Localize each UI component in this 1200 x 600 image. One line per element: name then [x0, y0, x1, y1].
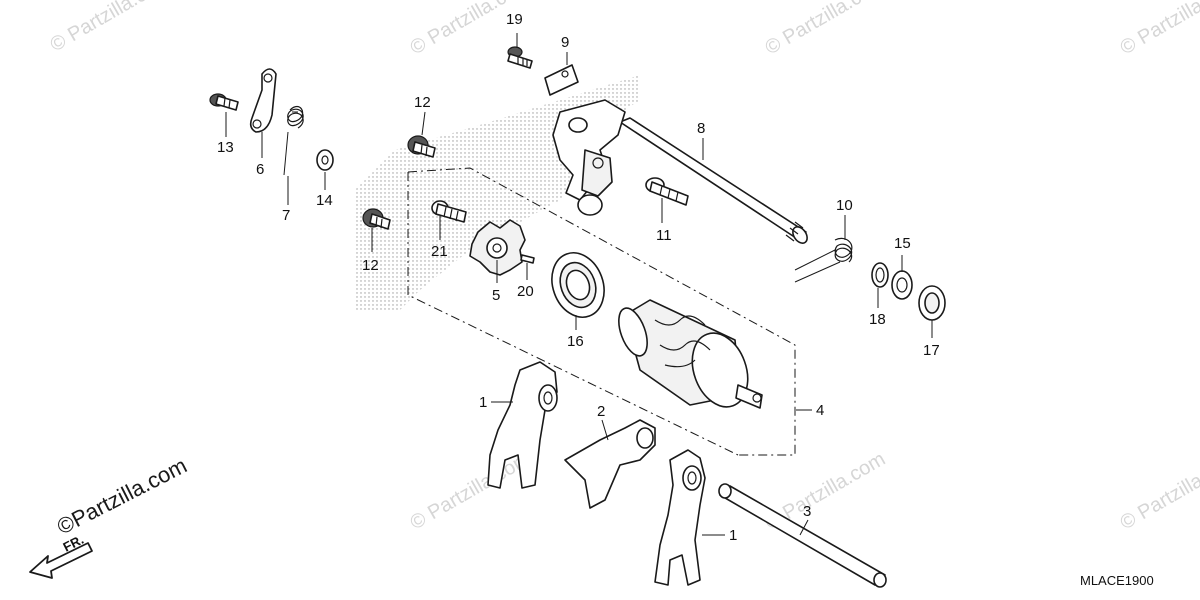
callout-4: 4	[816, 402, 824, 419]
dowel-bolt-upper	[407, 135, 436, 158]
callout-13: 13	[217, 139, 234, 156]
watermark: © Partzilla.com	[762, 0, 890, 59]
diagram-code: MLACE1900	[1080, 573, 1154, 588]
assembly-outline	[407, 167, 796, 456]
callout-1: 1	[729, 527, 737, 544]
watermark: © Partzilla.com	[1117, 448, 1200, 534]
shaft-washer	[891, 270, 913, 300]
callout-20: 20	[517, 283, 534, 300]
shift-fork-right	[654, 449, 706, 586]
callout-18: 18	[869, 311, 886, 328]
callout-labels: 19 9 8 12 13 6 7 14 12 21 5 20 11 16 10 …	[217, 11, 940, 544]
callout-10: 10	[836, 197, 853, 214]
front-arrow: FR.	[29, 532, 93, 579]
stopper-arm	[249, 68, 277, 133]
shift-fork-left	[487, 361, 558, 489]
callout-3: 3	[803, 503, 811, 520]
watermark: © Partzilla.com	[1117, 0, 1200, 59]
callout-11: 11	[656, 227, 672, 244]
callout-1: 1	[479, 394, 487, 411]
callout-15: 15	[894, 235, 911, 252]
bearing	[551, 252, 605, 318]
callout-14: 14	[316, 192, 333, 209]
center-bolt	[431, 200, 467, 223]
callout-6: 6	[256, 161, 264, 178]
callout-5: 5	[492, 287, 500, 304]
callout-21: 21	[431, 243, 448, 260]
pivot-bolt	[209, 93, 239, 111]
drum-center-plate	[469, 219, 526, 276]
fork-shaft	[718, 483, 887, 588]
corner-watermark: ©Partzilla.com	[53, 453, 191, 540]
dowel-bolt-lower	[362, 208, 391, 230]
callout-8: 8	[697, 120, 705, 137]
shift-drum	[618, 299, 763, 409]
circlip	[871, 262, 889, 288]
dowel-pin	[520, 254, 535, 264]
arm-spring	[794, 237, 853, 283]
callout-2: 2	[597, 403, 605, 420]
flange-bolt	[507, 46, 533, 69]
callout-12: 12	[414, 94, 431, 111]
return-spring	[283, 105, 304, 176]
callout-7: 7	[282, 207, 290, 224]
washer	[316, 149, 334, 171]
leader-lines	[225, 33, 933, 536]
oil-seal	[918, 285, 946, 321]
watermark: © Partzilla.com	[407, 448, 535, 534]
callout-19: 19	[506, 11, 523, 28]
callout-17: 17	[923, 342, 940, 359]
shaft-bolt	[645, 177, 689, 206]
watermark: © Partzilla.com	[47, 0, 175, 56]
stopper-plate	[544, 64, 579, 96]
callout-12: 12	[362, 257, 379, 274]
gearshift-spindle	[552, 99, 808, 244]
callout-16: 16	[567, 333, 584, 350]
shift-fork-center	[564, 419, 656, 509]
callout-9: 9	[561, 34, 569, 51]
